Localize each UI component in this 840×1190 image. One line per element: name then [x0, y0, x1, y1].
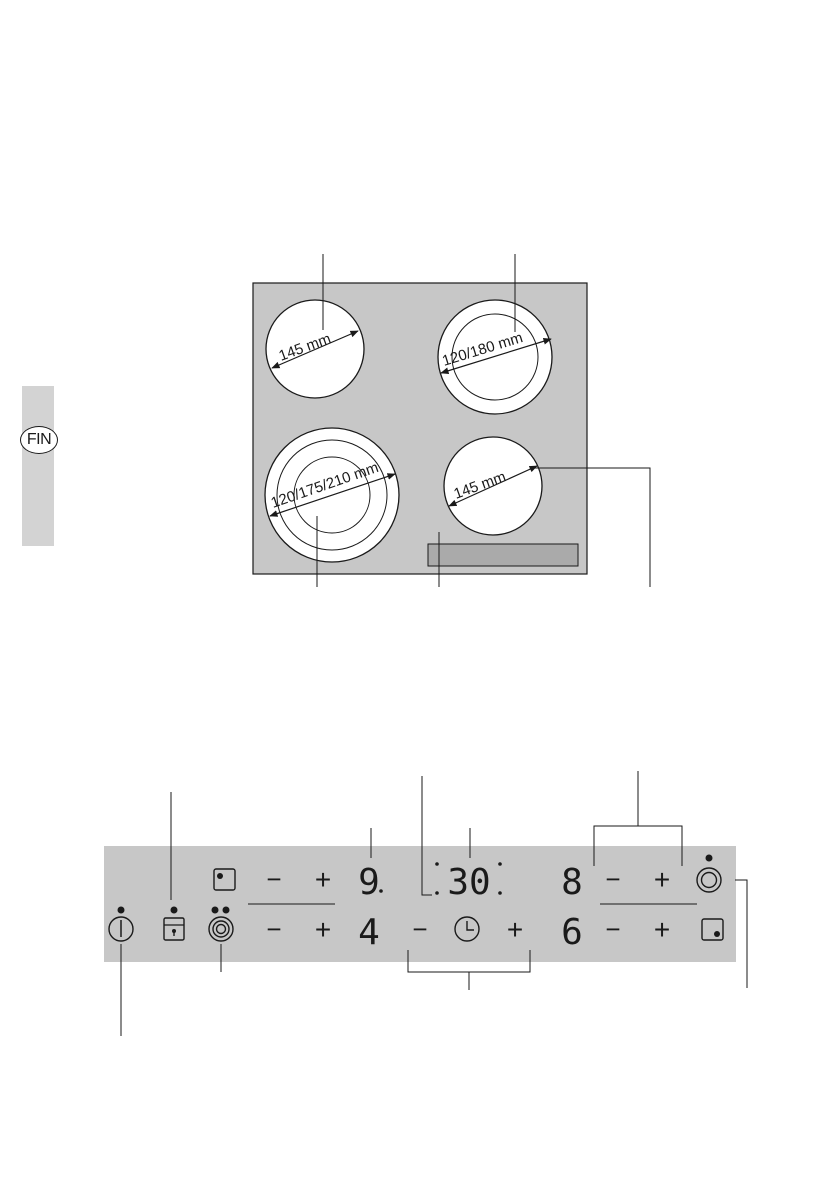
- indicator-dot-icon: [211, 906, 219, 914]
- zone-selector-rear-left-button[interactable]: [213, 868, 236, 891]
- diameter-arrow: [269, 473, 396, 517]
- diameter-arrow: [271, 330, 359, 369]
- callout-line: [533, 467, 651, 587]
- cooking-zone-rear-right: 120/180 mm: [437, 299, 553, 415]
- middle-ring-icon: [212, 920, 230, 938]
- language-badge: FIN: [20, 426, 58, 454]
- timer-plus-button[interactable]: +: [507, 914, 523, 945]
- diameter-arrow: [448, 465, 538, 507]
- double-ring-zone-icon: [696, 867, 722, 893]
- clock-hands-icon: [466, 921, 474, 931]
- hob-control-strip: [427, 543, 579, 567]
- timer-display: 30: [435, 862, 502, 903]
- triple-zone-front-left-button[interactable]: [208, 906, 234, 942]
- timer-button[interactable]: [454, 916, 480, 942]
- zone-selector-front-right-button[interactable]: [701, 918, 724, 941]
- timer-digits: 30: [447, 862, 490, 903]
- power-level-display-bottom-left: 4: [358, 912, 380, 953]
- plus-button-top-right[interactable]: +: [654, 864, 670, 895]
- callout-bracket: [593, 825, 683, 866]
- timer-minus-button[interactable]: −: [412, 914, 427, 944]
- power-level-display-top-left: 9: [358, 862, 380, 903]
- power-on-off-button[interactable]: [108, 906, 134, 942]
- power-level-display-bottom-right: 6: [561, 912, 583, 953]
- plus-button-bottom-left[interactable]: +: [315, 914, 331, 945]
- language-label: FIN: [26, 431, 52, 448]
- power-level-display-top-right: 8: [561, 862, 583, 903]
- timer-dot-icon: [435, 891, 439, 895]
- square-zone-icon: [701, 918, 724, 941]
- callout-line: [735, 879, 748, 988]
- indicator-dot-icon: [117, 906, 125, 914]
- inner-ring-icon: [700, 871, 718, 889]
- cooking-zone-rear-left: 145 mm: [265, 299, 365, 399]
- language-tab: [22, 386, 54, 546]
- decimal-dot-icon: [379, 889, 383, 893]
- callout-line: [421, 776, 432, 896]
- timer-dot-icon: [498, 862, 502, 866]
- minus-button-bottom-right[interactable]: −: [605, 914, 620, 944]
- plus-button-top-left[interactable]: +: [315, 864, 331, 895]
- dot-icon: [217, 873, 223, 879]
- diameter-arrow: [440, 338, 552, 374]
- panel-callout-lines-top: [170, 771, 683, 900]
- hob-callout-lines: [316, 254, 651, 587]
- indicator-dot-icon: [170, 906, 178, 914]
- control-panel: − + 9 30 8 − +: [104, 771, 748, 1036]
- minus-button-top-right[interactable]: −: [605, 864, 620, 894]
- triple-ring-zone-icon: [208, 916, 234, 942]
- minus-button-bottom-left[interactable]: −: [266, 914, 281, 944]
- dual-zone-rear-right-button[interactable]: [696, 854, 722, 893]
- timer-dot-icon: [498, 891, 502, 895]
- indicator-dot-icon: [705, 854, 713, 862]
- dot-icon: [714, 931, 720, 937]
- lock-icon: [163, 917, 185, 941]
- indicator-dot-icon: [222, 906, 230, 914]
- panel-callout-lines-bottom: [120, 879, 748, 1036]
- cooking-zone-front-left: 120/175/210 mm: [264, 427, 400, 563]
- cooking-zone-front-right: 145 mm: [443, 436, 543, 536]
- power-icon: [108, 916, 134, 942]
- timer-dot-icon: [435, 862, 439, 866]
- inner-ring-icon: [215, 923, 227, 935]
- minus-button-top-left[interactable]: −: [266, 864, 281, 894]
- square-zone-icon: [213, 868, 236, 891]
- clock-icon: [454, 916, 480, 942]
- child-lock-button[interactable]: [163, 906, 185, 941]
- hob-top-view: 145 mm 120/180 mm 120/175/210 mm 145 mm: [252, 254, 651, 587]
- plus-button-bottom-right[interactable]: +: [654, 914, 670, 945]
